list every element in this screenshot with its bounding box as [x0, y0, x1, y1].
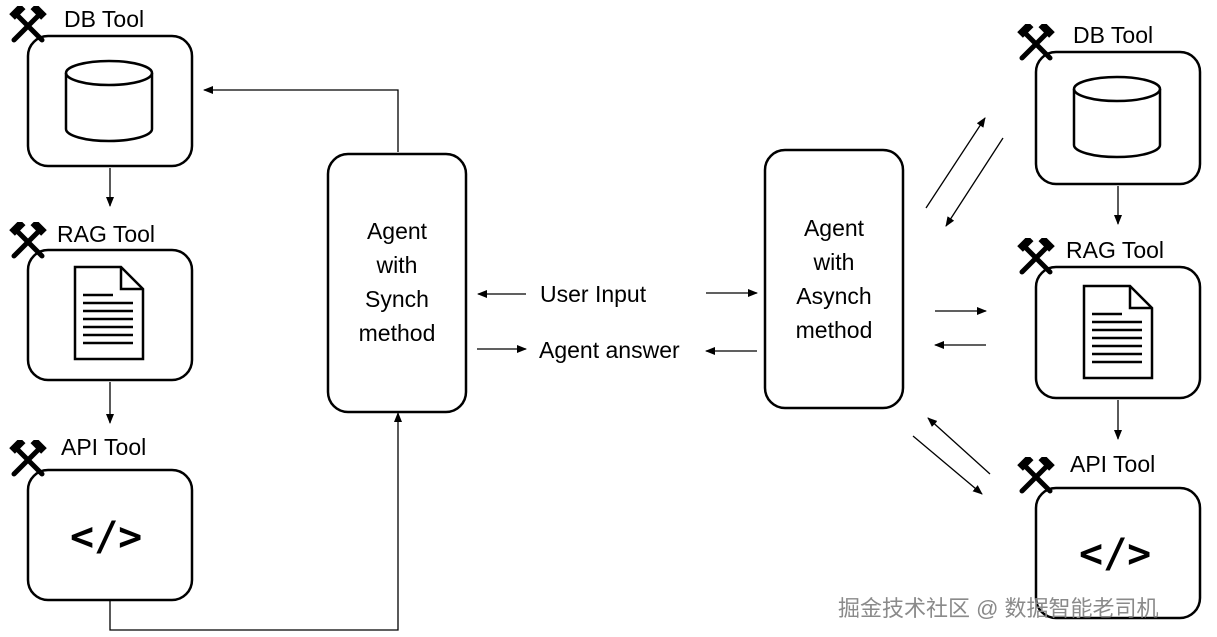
left-api-to-agent-path [109, 412, 402, 631]
async-agent-box [763, 148, 905, 410]
right-rag-tool-icon [1017, 236, 1055, 272]
async-agent-line: method [795, 317, 873, 343]
async-to-db-arrow [925, 117, 986, 209]
async-agent-line: with [813, 249, 855, 275]
watermark-text: 掘金技术社区 @ 数据智能老司机 [838, 596, 1159, 621]
right-rag-tool-label: RAG Tool [1066, 237, 1165, 263]
right-rag-tool-box [1034, 265, 1202, 400]
sync-agent-box [326, 152, 468, 414]
document-icon [73, 265, 145, 361]
async-to-api-arrow [912, 435, 983, 495]
right-api-tool-box [1034, 486, 1202, 620]
left-api-tool-icon [9, 438, 47, 474]
code-brackets-icon: </> [1079, 531, 1152, 577]
async-agent-line: Asynch [796, 283, 872, 309]
api-to-async-arrow [927, 417, 991, 475]
left-api-tool-label: API Tool [61, 434, 147, 460]
code-brackets-icon: </> [70, 514, 143, 560]
sync-agent-line: with [376, 252, 418, 278]
database-cylinder-icon [64, 59, 154, 143]
left-rag-tool-label: RAG Tool [57, 221, 156, 247]
database-cylinder-icon [1072, 75, 1162, 159]
right-api-tool-icon [1017, 455, 1055, 491]
left-db-tool-box [26, 34, 194, 168]
sync-agent-line: method [358, 320, 436, 346]
sync-agent-label: Agent with Synch method [328, 214, 466, 350]
agent-to-left-db-path [203, 86, 399, 152]
db-to-async-arrow [945, 137, 1004, 227]
right-db-tool-label: DB Tool [1073, 22, 1154, 48]
left-db-tool-label: DB Tool [64, 6, 145, 32]
left-db-tool-icon [9, 4, 47, 40]
async-agent-line: Agent [803, 215, 865, 241]
sync-agent-line: Agent [366, 218, 428, 244]
left-rag-tool-box [26, 248, 194, 382]
right-db-tool-box [1034, 50, 1202, 186]
agent-answer-label: Agent answer [539, 337, 680, 363]
right-api-tool-label: API Tool [1070, 451, 1156, 477]
async-agent-label: Agent with Asynch method [765, 211, 903, 347]
document-icon [1082, 284, 1154, 380]
sync-agent-line: Synch [365, 286, 429, 312]
user-input-label: User Input [540, 281, 647, 307]
